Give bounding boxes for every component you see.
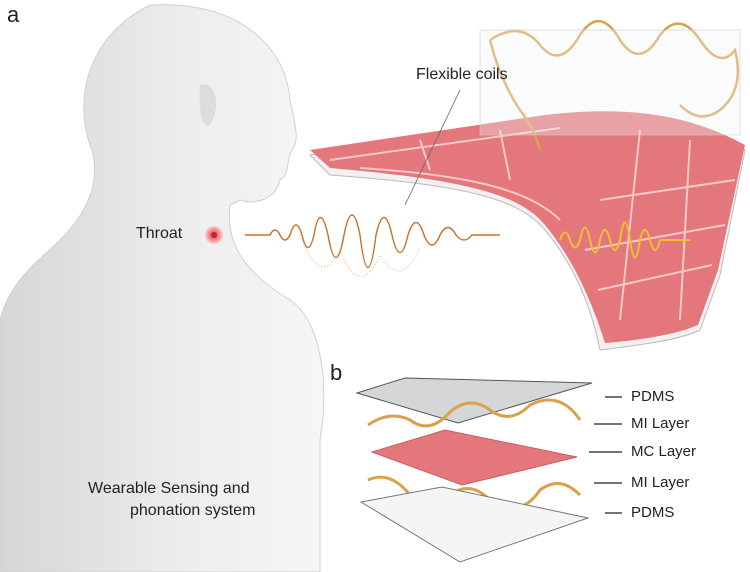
flexible-coils-label: Flexible coils [416,66,508,83]
system-label-line2: phonation system [130,502,256,519]
layer-label-mc: MC Layer [631,443,697,460]
layer-pdms-bottom [359,486,590,563]
exploded-layers [355,377,593,563]
layer-label-pdms-bottom: PDMS [631,504,675,521]
layer-pdms-top [355,377,593,424]
layer-label-pdms-top: PDMS [631,388,675,405]
throat-label: Throat [136,225,183,242]
layer-label-mi-top: MI Layer [631,415,690,432]
flexible-coil [488,19,740,151]
system-label-line1: Wearable Sensing and [88,480,250,497]
ear-illustration [199,84,217,127]
layer-label-mi-bottom: MI Layer [631,474,690,491]
sheet-grid [329,127,736,321]
layer-mi-top [367,398,582,428]
layer-mc [370,429,578,486]
panel-label-a: a [7,2,20,27]
panel-label-b: b [330,360,343,385]
sound-waveform [245,214,500,277]
layer-mi-bottom [367,475,582,510]
human-body-illustration [0,4,325,572]
layer-leader-lines [589,396,622,514]
signal-waveform [559,221,690,259]
